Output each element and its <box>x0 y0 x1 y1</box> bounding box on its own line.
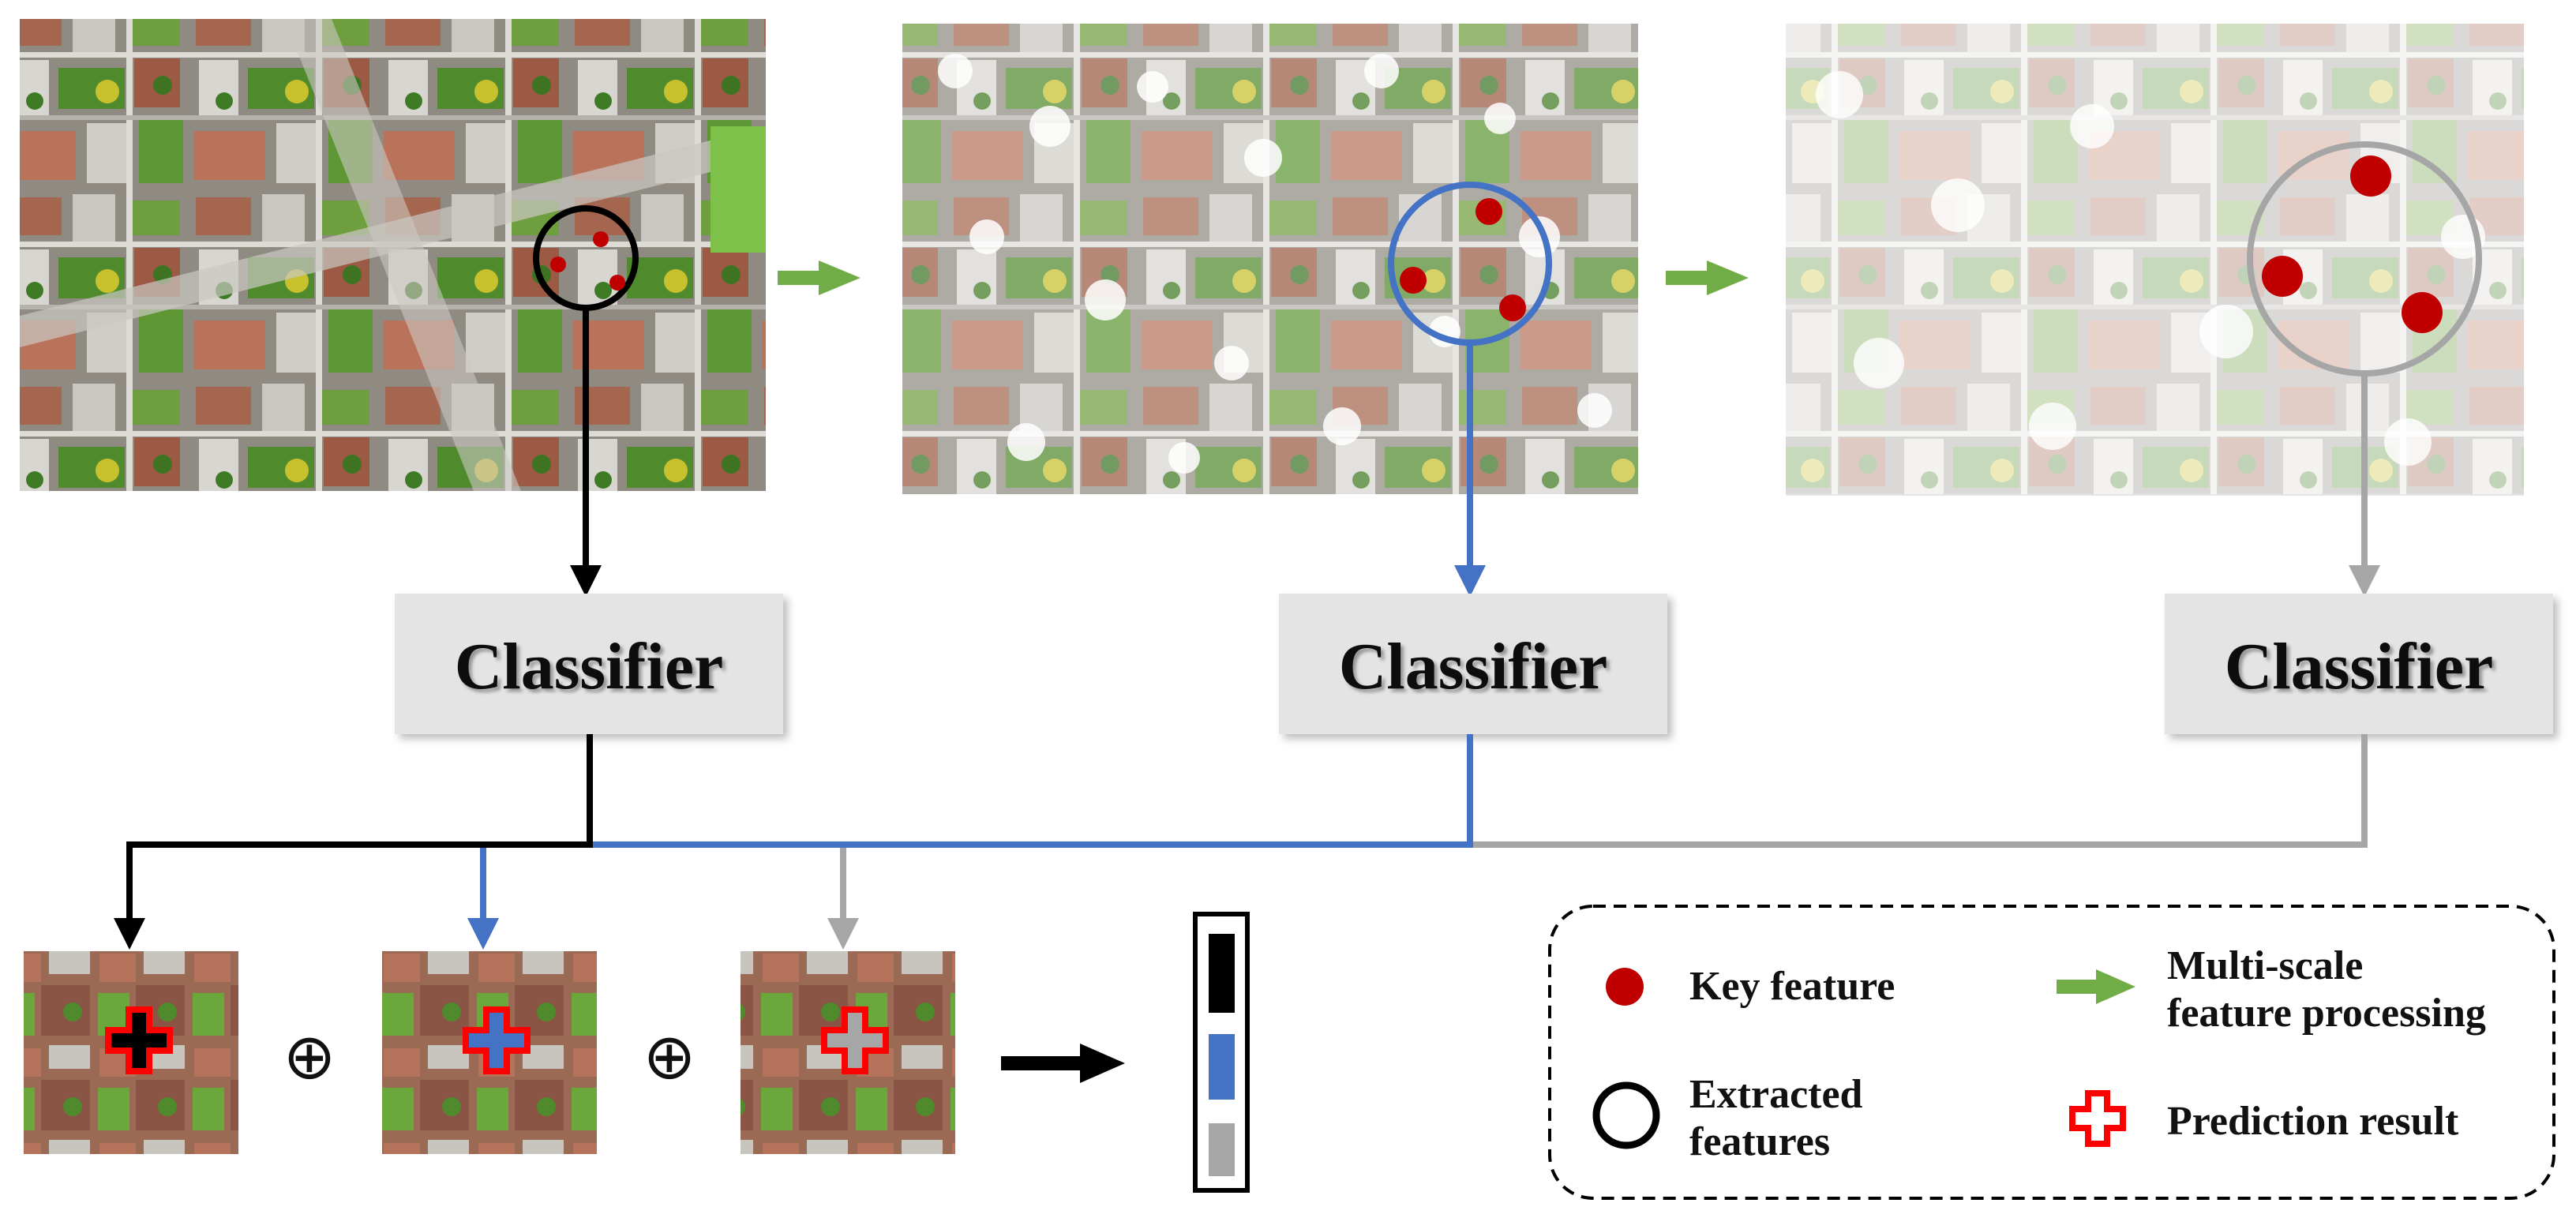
classifier-box-2: Classifier <box>1279 594 1667 734</box>
legend: Key feature Extracted features Multi-sca… <box>1548 905 2555 1200</box>
output-arrow <box>1001 1044 1125 1083</box>
key-feature-dot <box>550 257 566 272</box>
key-feature-dot <box>2262 256 2303 297</box>
prediction-crop-scale-3 <box>741 951 955 1154</box>
prediction-crop-scale-2 <box>382 951 597 1154</box>
vector-segment-scale-2 <box>1209 1034 1235 1100</box>
prediction-crop-scale-1 <box>24 951 238 1154</box>
multi-scale-arrow-1 <box>778 260 861 295</box>
extracted-features-legend-icon <box>1592 1081 1660 1149</box>
vector-segment-scale-1 <box>1209 934 1235 1013</box>
classifier-box-3: Classifier <box>2165 594 2553 734</box>
fusion-operator-1: ⊕ <box>283 1020 336 1093</box>
classifier-label: Classifier <box>455 630 724 703</box>
key-feature-dot <box>1475 198 1502 225</box>
classifier-label: Classifier <box>1339 630 1608 703</box>
aerial-image-scale-3 <box>1786 24 2524 496</box>
legend-extracted-features-line1: Extracted <box>1689 1072 1863 1117</box>
fusion-operator-2: ⊕ <box>643 1020 696 1093</box>
legend-multi-scale-line1: Multi-scale <box>2167 943 2363 988</box>
legend-extracted-features-line2: features <box>1689 1119 1830 1164</box>
vector-segment-scale-3 <box>1209 1123 1235 1176</box>
multi-scale-legend-icon <box>2057 969 2135 1004</box>
fused-feature-vector <box>1193 912 1250 1193</box>
aerial-image-scale-1 <box>20 19 766 491</box>
legend-key-feature-label: Key feature <box>1689 964 1895 1009</box>
legend-multi-scale-line2: feature processing <box>2167 991 2486 1036</box>
key-feature-legend-icon <box>1606 968 1644 1006</box>
key-feature-dot <box>2402 292 2443 333</box>
key-feature-dot <box>1400 267 1427 294</box>
classifier-box-1: Classifier <box>395 594 783 734</box>
key-feature-dot <box>609 275 625 290</box>
output-wiring <box>114 734 2368 950</box>
multi-scale-arrow-2 <box>1666 260 1749 295</box>
aerial-image-scale-2 <box>902 24 1638 494</box>
key-feature-dot <box>2350 156 2391 197</box>
key-feature-dot <box>1499 294 1526 321</box>
prediction-result-legend-icon <box>2069 1090 2126 1147</box>
key-feature-dot <box>593 231 609 247</box>
classifier-label: Classifier <box>2225 630 2494 703</box>
legend-prediction-result-label: Prediction result <box>2167 1099 2459 1144</box>
